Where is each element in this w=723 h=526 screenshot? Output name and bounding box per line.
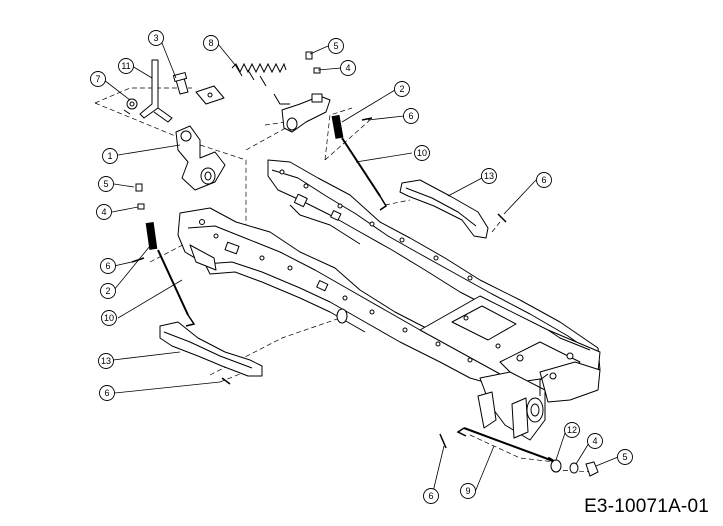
callout-c7: 7 bbox=[90, 71, 106, 87]
callout-circle bbox=[99, 385, 115, 401]
callout-number: 13 bbox=[484, 171, 494, 181]
callout-number: 3 bbox=[153, 33, 158, 43]
callout-circle bbox=[98, 176, 114, 192]
callout-number: 10 bbox=[104, 313, 114, 323]
callout-number: 5 bbox=[333, 41, 338, 51]
callout-c1: 1 bbox=[102, 148, 118, 164]
callout-number: 5 bbox=[103, 179, 108, 189]
leader-lines bbox=[103, 37, 619, 497]
callout-circle bbox=[98, 353, 114, 369]
callout-number: 13 bbox=[101, 356, 111, 366]
callout-number: 10 bbox=[417, 148, 427, 158]
callout-circle bbox=[587, 433, 603, 449]
callout-c9: 9 bbox=[460, 483, 476, 499]
callout-number: 4 bbox=[345, 63, 350, 73]
callout-circle bbox=[394, 81, 410, 97]
extension-spring bbox=[231, 62, 290, 105]
callout-number: 9 bbox=[465, 486, 470, 496]
callout-number: 11 bbox=[121, 61, 130, 71]
rear-rod bbox=[456, 427, 559, 466]
lever-arm bbox=[281, 93, 331, 133]
callout-circle bbox=[101, 310, 117, 326]
callout-circle bbox=[460, 483, 476, 499]
callout-number: 6 bbox=[104, 388, 109, 398]
callout-c13a: 13 bbox=[481, 168, 497, 184]
callout-circle bbox=[328, 38, 344, 54]
callout-circle bbox=[481, 168, 497, 184]
callout-c4a: 4 bbox=[340, 60, 356, 76]
callout-circle bbox=[340, 60, 356, 76]
callout-c4b: 4 bbox=[96, 204, 112, 220]
callout-number: 6 bbox=[428, 491, 433, 501]
callout-circle bbox=[564, 422, 580, 438]
callout-c6a: 6 bbox=[403, 108, 419, 124]
callout-c11: 11 bbox=[118, 58, 134, 74]
callout-circle bbox=[118, 58, 134, 74]
tie-rod-upper bbox=[331, 114, 388, 211]
callout-c13b: 13 bbox=[98, 353, 114, 369]
callout-circle bbox=[423, 488, 439, 504]
callout-number: 4 bbox=[592, 436, 597, 446]
callout-number: 6 bbox=[541, 175, 546, 185]
callout-c6b: 6 bbox=[536, 172, 552, 188]
callout-number: 4 bbox=[101, 207, 106, 217]
small-hardware bbox=[131, 51, 599, 477]
callout-c6d: 6 bbox=[99, 385, 115, 401]
callout-c2a: 2 bbox=[394, 81, 410, 97]
callout-circle bbox=[90, 71, 106, 87]
callout-layer: 3 8 5 4 11 7 2 6 1 10 13 6 5 4 6 2 10 13 6 12 4 5 9 6 bbox=[90, 30, 633, 504]
callout-number: 5 bbox=[622, 452, 627, 462]
callout-circle bbox=[617, 449, 633, 465]
callout-c8: 8 bbox=[203, 35, 219, 51]
callout-number: 7 bbox=[95, 74, 100, 84]
side-bracket-lower bbox=[159, 321, 263, 377]
callout-circle bbox=[536, 172, 552, 188]
callout-c12: 12 bbox=[564, 422, 580, 438]
frame-rear-plate bbox=[419, 295, 601, 441]
callout-c4c: 4 bbox=[587, 433, 603, 449]
callout-circle bbox=[414, 145, 430, 161]
callout-circle bbox=[100, 283, 116, 299]
callout-circle bbox=[203, 35, 219, 51]
callout-circle bbox=[96, 204, 112, 220]
callout-c5c: 5 bbox=[617, 449, 633, 465]
callout-circle bbox=[102, 148, 118, 164]
callout-number: 2 bbox=[105, 286, 110, 296]
callout-c6e: 6 bbox=[423, 488, 439, 504]
drawing-code: E3-10071A-01 bbox=[584, 496, 709, 517]
callout-number: 6 bbox=[408, 111, 413, 121]
callout-c6c: 6 bbox=[100, 258, 116, 274]
callout-c2b: 2 bbox=[100, 283, 116, 299]
brake-pedal-linkage bbox=[123, 59, 226, 191]
callout-number: 12 bbox=[567, 425, 577, 435]
callout-number: 1 bbox=[107, 151, 112, 161]
callout-circle bbox=[100, 258, 116, 274]
callout-number: 8 bbox=[208, 38, 213, 48]
callout-c10a: 10 bbox=[414, 145, 430, 161]
side-bracket-upper bbox=[399, 179, 489, 239]
callout-c5b: 5 bbox=[98, 176, 114, 192]
tie-rod-lower bbox=[145, 222, 196, 327]
callout-circle bbox=[148, 30, 164, 46]
callout-c10b: 10 bbox=[101, 310, 117, 326]
callout-circle bbox=[403, 108, 419, 124]
callout-c3: 3 bbox=[148, 30, 164, 46]
callout-c5a: 5 bbox=[328, 38, 344, 54]
callout-number: 6 bbox=[105, 261, 110, 271]
callout-number: 2 bbox=[399, 84, 404, 94]
